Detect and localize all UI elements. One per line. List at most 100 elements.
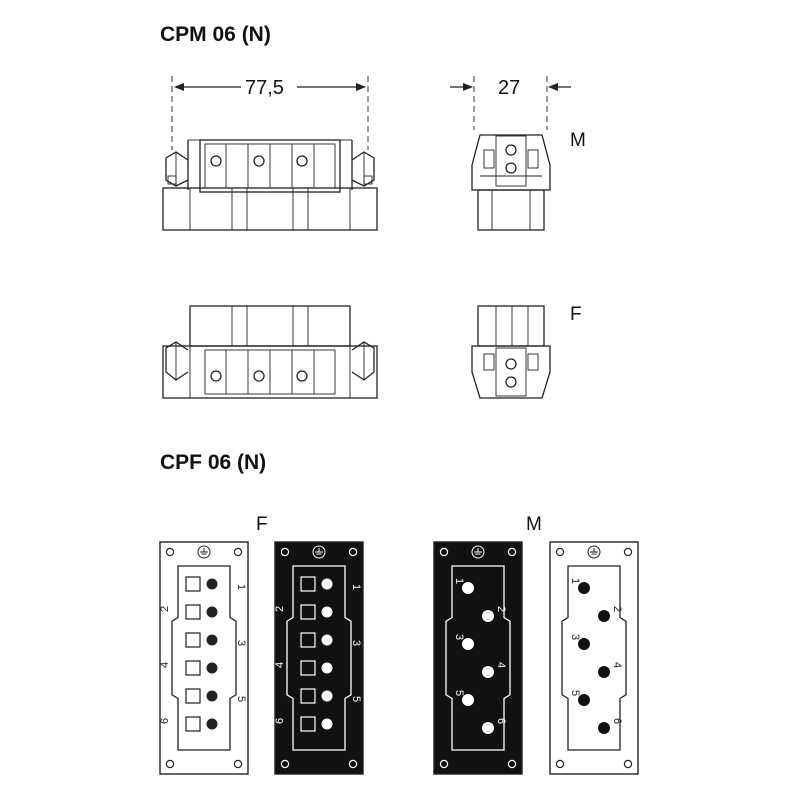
mounting-hole-icon xyxy=(507,547,517,557)
pin-contact-icon xyxy=(482,722,494,734)
pin-contact-icon xyxy=(321,718,333,730)
pin-contact-icon xyxy=(206,606,218,618)
pin-contact-icon xyxy=(321,690,333,702)
insert-frame xyxy=(433,541,523,775)
pin-contact-icon xyxy=(206,578,218,590)
pin-contact-icon xyxy=(578,638,590,650)
end-view-male xyxy=(471,134,551,231)
side-view-female xyxy=(162,305,378,399)
pin-number-label: 6 xyxy=(495,718,507,724)
dimension-length: 77,5 xyxy=(171,76,369,150)
screw-terminal-icon xyxy=(210,155,222,167)
mounting-hole-icon xyxy=(555,547,565,557)
pin-contact-icon xyxy=(206,718,218,730)
pin-contact-icon xyxy=(578,582,590,594)
pin-number-label: 6 xyxy=(274,718,286,724)
pin-number-label: 6 xyxy=(611,718,623,724)
mounting-hole-icon xyxy=(233,759,243,769)
socket-contact-icon xyxy=(185,688,201,704)
screw-terminal-icon xyxy=(505,358,517,370)
pin-number-label: 4 xyxy=(495,662,507,668)
label-male-face: M xyxy=(526,514,542,535)
label-female-side: F xyxy=(570,304,582,325)
pin-number-label: 1 xyxy=(569,578,581,584)
socket-contact-icon xyxy=(300,688,316,704)
mounting-hole-icon xyxy=(439,759,449,769)
pin-number-label: 5 xyxy=(569,690,581,696)
pin-contact-icon xyxy=(578,694,590,706)
insert-face-male-black: 1 2 3 4 5 6 xyxy=(433,541,523,775)
pin-number-label: 2 xyxy=(611,606,623,612)
pin-number-label: 1 xyxy=(350,584,362,590)
screw-terminal-icon xyxy=(253,370,265,382)
pin-contact-icon xyxy=(206,634,218,646)
pin-contact-icon xyxy=(482,610,494,622)
pin-contact-icon xyxy=(462,694,474,706)
insert-face-male-white: 1 2 3 4 5 6 xyxy=(549,541,639,775)
pin-contact-icon xyxy=(206,690,218,702)
pin-contact-icon xyxy=(206,662,218,674)
socket-contact-icon xyxy=(185,604,201,620)
insert-body xyxy=(286,565,352,751)
pin-contact-icon xyxy=(598,722,610,734)
pin-contact-icon xyxy=(321,634,333,646)
dimension-length-label: 77,5 xyxy=(245,77,284,99)
label-female-face: F xyxy=(256,514,268,535)
title-cpm: CPM 06 (N) xyxy=(160,23,271,46)
pin-number-label: 2 xyxy=(274,606,286,612)
mounting-hole-icon xyxy=(233,547,243,557)
pin-contact-icon xyxy=(321,662,333,674)
mounting-hole-icon xyxy=(280,759,290,769)
insert-body xyxy=(445,565,511,751)
pin-number-label: 1 xyxy=(453,578,465,584)
pin-number-label: 3 xyxy=(453,634,465,640)
pin-contact-icon xyxy=(321,606,333,618)
pin-contact-icon xyxy=(462,638,474,650)
socket-contact-icon xyxy=(300,716,316,732)
mounting-hole-icon xyxy=(439,547,449,557)
insert-frame xyxy=(159,541,249,775)
pin-number-label: 1 xyxy=(235,584,247,590)
socket-contact-icon xyxy=(300,604,316,620)
pin-number-label: 3 xyxy=(569,634,581,640)
insert-body xyxy=(561,565,627,751)
end-view-female xyxy=(471,305,551,399)
mounting-hole-icon xyxy=(280,547,290,557)
pin-contact-icon xyxy=(598,666,610,678)
pin-contact-icon xyxy=(598,610,610,622)
socket-contact-icon xyxy=(185,632,201,648)
mounting-hole-icon xyxy=(165,759,175,769)
pin-contact-icon xyxy=(462,582,474,594)
socket-contact-icon xyxy=(300,576,316,592)
insert-frame xyxy=(549,541,639,775)
screw-terminal-icon xyxy=(505,376,517,388)
screw-terminal-icon xyxy=(210,370,222,382)
screw-terminal-icon xyxy=(505,162,517,174)
pin-number-label: 2 xyxy=(495,606,507,612)
mounting-hole-icon xyxy=(348,759,358,769)
dimension-width: 27 xyxy=(450,76,571,130)
socket-contact-icon xyxy=(300,632,316,648)
pin-number-label: 5 xyxy=(453,690,465,696)
screw-terminal-icon xyxy=(253,155,265,167)
pin-number-label: 3 xyxy=(350,640,362,646)
side-view-male xyxy=(162,139,378,231)
dimension-width-label: 27 xyxy=(498,77,520,99)
pin-number-label: 6 xyxy=(159,718,171,724)
insert-body xyxy=(171,565,237,751)
mounting-hole-icon xyxy=(623,547,633,557)
pin-number-label: 3 xyxy=(235,640,247,646)
pin-contact-icon xyxy=(321,578,333,590)
screw-terminal-icon xyxy=(296,370,308,382)
mounting-hole-icon xyxy=(507,759,517,769)
socket-contact-icon xyxy=(185,576,201,592)
pin-number-label: 4 xyxy=(611,662,623,668)
socket-contact-icon xyxy=(185,660,201,676)
pin-number-label: 4 xyxy=(274,662,286,668)
pin-contact-icon xyxy=(482,666,494,678)
mounting-hole-icon xyxy=(555,759,565,769)
socket-contact-icon xyxy=(185,716,201,732)
